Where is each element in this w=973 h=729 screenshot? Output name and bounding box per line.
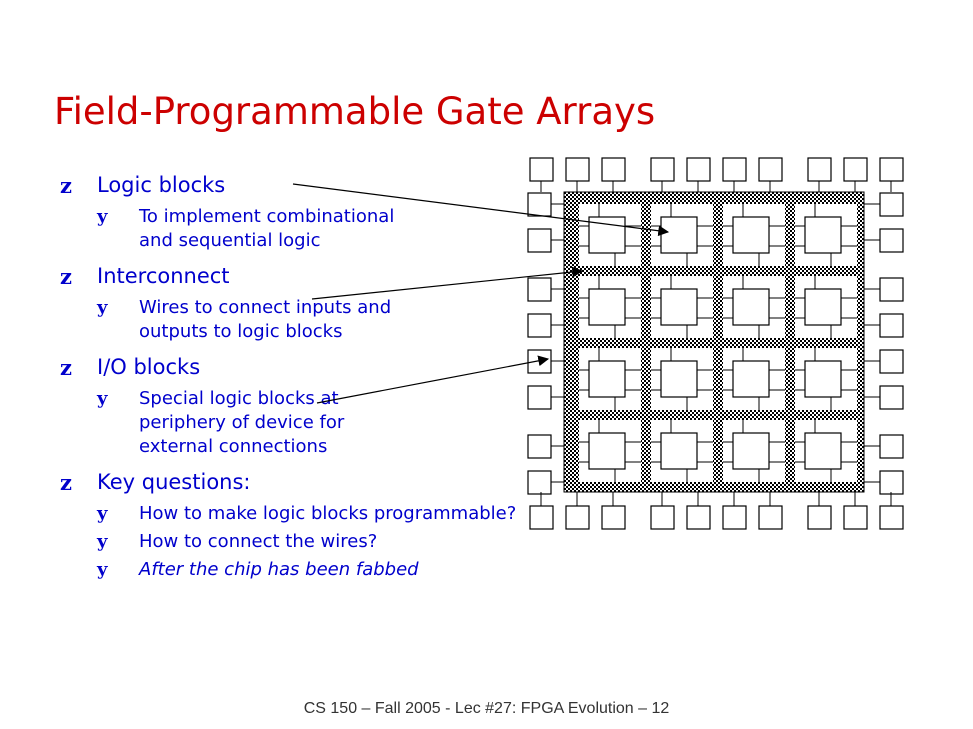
io-block [722, 505, 747, 530]
sub-bullet-text: To implement combinational and sequentia… [139, 206, 395, 251]
sub-bullet-text: After the chip has been fabbed [139, 559, 419, 580]
io-block [686, 505, 711, 530]
io-block [601, 157, 626, 182]
io-block [527, 277, 552, 302]
io-block [527, 192, 552, 217]
io-block [527, 228, 552, 253]
io-block [650, 505, 675, 530]
bullet-io-blocks: z I/O blocks [60, 354, 620, 381]
logic-block [732, 216, 770, 254]
logic-block [732, 288, 770, 326]
bullet-glyph: z [60, 470, 72, 495]
sub-bullet: y How to make logic blocks programmable? [97, 502, 620, 526]
io-block [527, 470, 552, 495]
logic-block [732, 360, 770, 398]
io-block [879, 277, 904, 302]
io-block [879, 228, 904, 253]
bullet-logic-blocks: z Logic blocks [60, 172, 620, 199]
arrow-io-block [316, 355, 550, 404]
bullet-glyph: z [60, 355, 72, 380]
bullet-glyph: z [60, 173, 72, 198]
bullet-key-questions: z Key questions: [60, 469, 620, 496]
slide-footer: CS 150 – Fall 2005 - Lec #27: FPGA Evolu… [303, 700, 670, 717]
io-block [843, 505, 868, 530]
io-block [529, 157, 554, 182]
io-block [879, 470, 904, 495]
io-block [879, 157, 904, 182]
io-block [650, 157, 675, 182]
logic-block [804, 432, 842, 470]
sub-bullet-glyph: y [97, 559, 108, 580]
io-block [879, 434, 904, 459]
bullet-heading: Logic blocks [97, 173, 226, 197]
sub-bullet: y How to connect the wires? [97, 530, 620, 554]
io-block [758, 157, 783, 182]
io-block [565, 157, 590, 182]
io-block [686, 157, 711, 182]
sub-bullet-text: Wires to connect inputs and outputs to l… [139, 297, 392, 342]
sub-bullet-text: Special logic blocks at periphery of dev… [139, 388, 345, 457]
bullet-glyph: z [60, 264, 72, 289]
callout-arrows [292, 183, 670, 404]
sub-bullet-text: How to connect the wires? [139, 531, 378, 552]
logic-block [588, 288, 626, 326]
bullet-list: z Logic blocks y To implement combinatio… [60, 172, 620, 586]
io-block [527, 349, 552, 374]
arrow-logic-block [292, 183, 670, 237]
sub-bullet-glyph: y [97, 388, 108, 409]
io-block [601, 505, 626, 530]
io-block [843, 157, 868, 182]
io-block [807, 157, 832, 182]
sub-bullet-glyph: y [97, 503, 108, 524]
slide-title: Field-Programmable Gate Arrays [54, 90, 656, 133]
fpga-core [563, 191, 865, 493]
io-block [879, 192, 904, 217]
logic-block [588, 432, 626, 470]
io-block [527, 313, 552, 338]
io-block [879, 349, 904, 374]
bullet-heading: Key questions: [97, 470, 251, 494]
io-block [879, 313, 904, 338]
sub-bullet: y To implement combinational and sequent… [97, 205, 620, 253]
logic-block [804, 288, 842, 326]
sub-bullet-glyph: y [97, 206, 108, 227]
sub-bullet: y Special logic blocks at periphery of d… [97, 387, 620, 459]
io-block [758, 505, 783, 530]
bullet-heading: Interconnect [97, 264, 230, 288]
io-block [722, 157, 747, 182]
sub-bullet-glyph: y [97, 297, 108, 318]
logic-block [660, 432, 698, 470]
bullet-heading: I/O blocks [97, 355, 201, 379]
io-block [527, 434, 552, 459]
logic-block [660, 216, 698, 254]
logic-block [804, 216, 842, 254]
io-block [807, 505, 832, 530]
logic-block [804, 360, 842, 398]
logic-block [660, 288, 698, 326]
logic-block [660, 360, 698, 398]
sub-bullet: y Wires to connect inputs and outputs to… [97, 296, 620, 344]
sub-bullet-glyph: y [97, 531, 108, 552]
io-block [879, 505, 904, 530]
io-block [879, 385, 904, 410]
logic-block [588, 360, 626, 398]
io-block [529, 505, 554, 530]
arrow-interconnect [311, 266, 584, 300]
sub-bullet: y After the chip has been fabbed [97, 558, 620, 582]
io-block [527, 385, 552, 410]
io-block [565, 505, 590, 530]
logic-block [732, 432, 770, 470]
sub-bullet-text: How to make logic blocks programmable? [139, 503, 517, 524]
io-block-ring [527, 157, 904, 530]
bullet-interconnect: z Interconnect [60, 263, 620, 290]
